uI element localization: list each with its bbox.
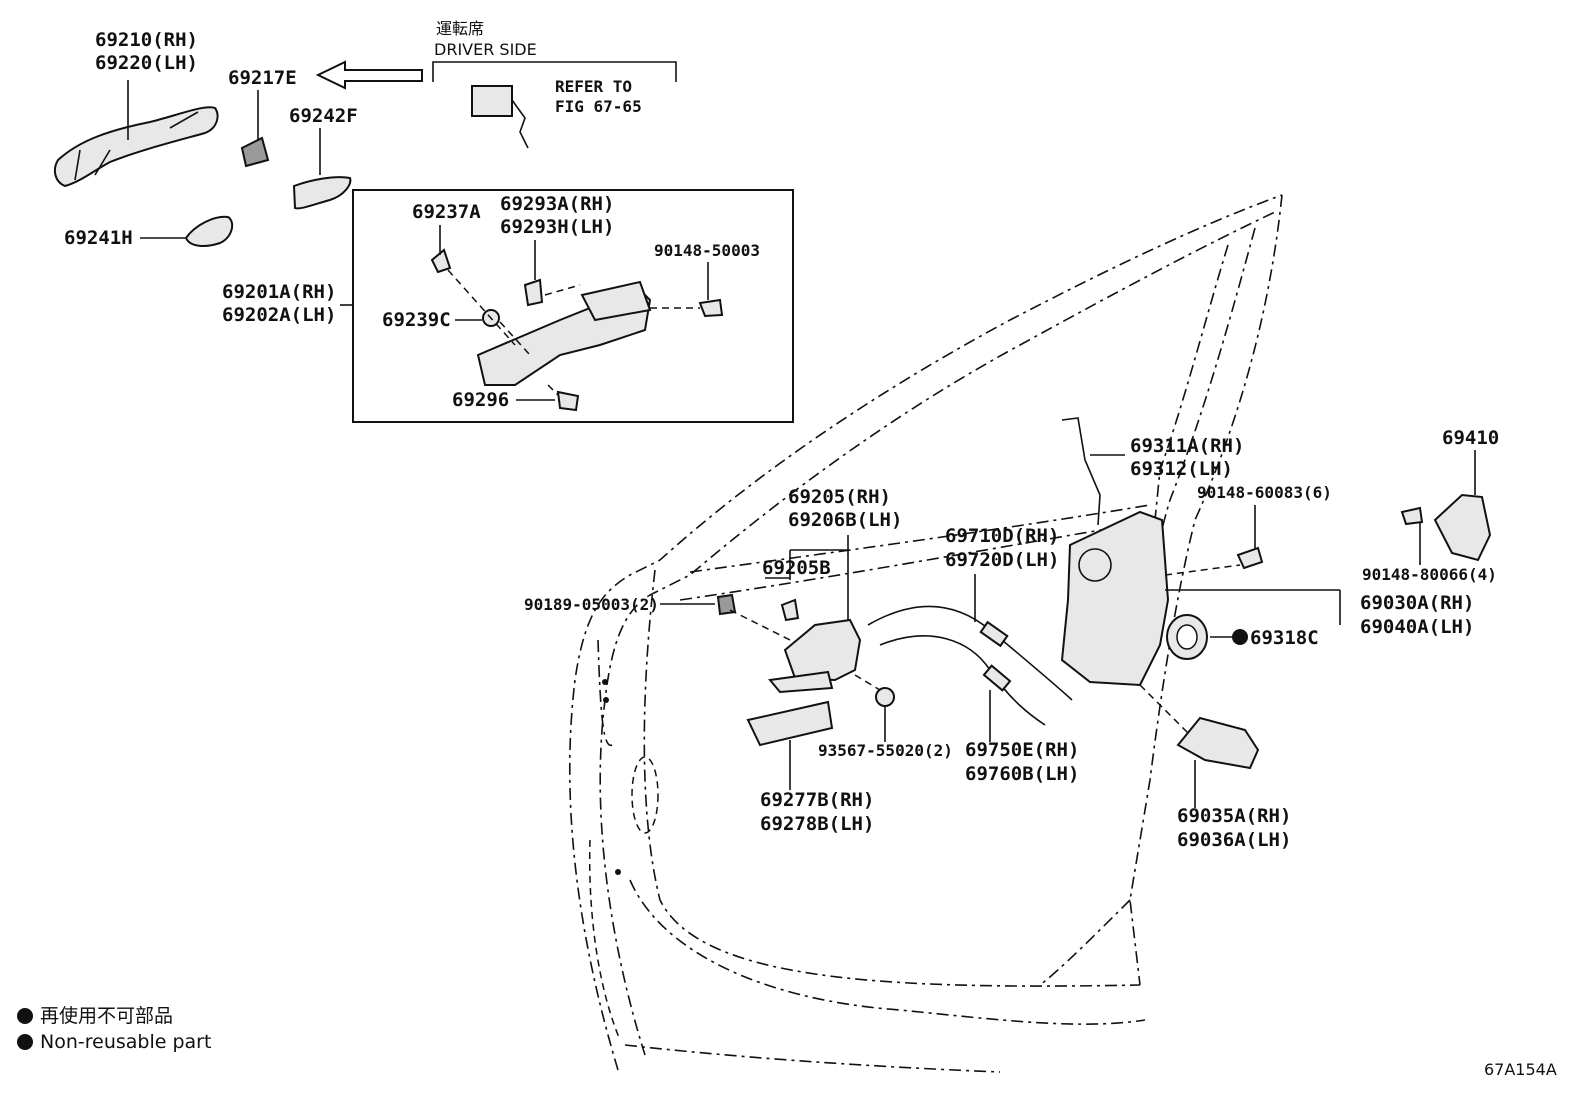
part-label-69278b: 69278B(LH) — [760, 813, 874, 835]
part-label-69206b: 69206B(LH) — [788, 509, 902, 531]
part-label-90148-60083: 90148-60083(6) — [1197, 483, 1332, 502]
part-label-69311a: 69311A(RH) — [1130, 435, 1244, 457]
lock-cover-illustration — [1176, 716, 1260, 770]
part-label-69296: 69296 — [452, 389, 509, 411]
driver-side-bracket — [432, 61, 677, 82]
leader-lines — [127, 80, 1476, 808]
inside-handle-illustration — [716, 593, 895, 747]
part-label-90148-80066: 90148-80066(4) — [1362, 565, 1497, 584]
refer-line-2: FIG 67-65 — [555, 97, 642, 116]
handle-pad-illustration — [292, 176, 352, 210]
part-label-90148-50003: 90148-50003 — [654, 241, 760, 260]
legend-bullet-en — [17, 1034, 33, 1050]
driver-side-en: DRIVER SIDE — [434, 40, 537, 59]
legend-bullet-jp — [17, 1008, 33, 1024]
part-label-90189-05003: 90189-05003(2) — [524, 595, 659, 614]
part-label-69750e: 69750E(RH) — [965, 739, 1079, 761]
part-label-69242f: 69242F — [289, 105, 358, 127]
part-label-69241h: 69241H — [64, 227, 133, 249]
figure-code: 67A154A — [1484, 1060, 1557, 1079]
part-label-69239c: 69239C — [382, 309, 451, 331]
part-label-69205: 69205(RH) — [788, 486, 891, 508]
handle-frame-illustration — [430, 248, 724, 412]
driver-side-jp: 運転席 — [436, 19, 484, 38]
part-label-69293a: 69293A(RH) — [500, 193, 614, 215]
part-label-69201a: 69201A(RH) — [222, 281, 336, 303]
part-label-69040a: 69040A(LH) — [1360, 616, 1474, 638]
lock-rod-illustration — [1061, 417, 1101, 526]
part-label-69035a: 69035A(RH) — [1177, 805, 1291, 827]
part-label-69030a: 69030A(RH) — [1360, 592, 1474, 614]
part-label-69202a: 69202A(LH) — [222, 304, 336, 326]
refer-line-1: REFER TO — [555, 77, 632, 96]
legend-text-en: Non-reusable part — [40, 1031, 211, 1053]
grommet-illustration — [1166, 614, 1208, 660]
door-frame-outline — [568, 194, 1283, 1073]
part-label-69312: 69312(LH) — [1130, 458, 1233, 480]
screw-60083-illustration — [1236, 546, 1264, 570]
handle-frame-inset-box — [352, 189, 794, 423]
part-label-69720d: 69720D(LH) — [945, 549, 1059, 571]
part-label-69036a: 69036A(LH) — [1177, 829, 1291, 851]
handle-cover-illustration — [240, 136, 270, 168]
part-label-69220: 69220(LH) — [95, 52, 198, 74]
door-lock-assembly-illustration — [1060, 510, 1241, 741]
part-label-69760b: 69760B(LH) — [965, 763, 1079, 785]
outside-handle-illustration — [53, 106, 219, 188]
striker-illustration — [1400, 493, 1492, 562]
cables-illustration — [867, 605, 1073, 726]
part-label-69410: 69410 — [1442, 427, 1499, 449]
lock-cylinder-illustration — [471, 85, 529, 149]
part-label-69293h: 69293H(LH) — [500, 216, 614, 238]
part-label-69237a: 69237A — [412, 201, 481, 223]
legend-text-jp: 再使用不可部品 — [40, 1005, 173, 1027]
part-label-69277b: 69277B(RH) — [760, 789, 874, 811]
part-label-69318c: 69318C — [1250, 627, 1319, 649]
part-label-69210: 69210(RH) — [95, 29, 198, 51]
driver-side-arrow — [315, 60, 423, 90]
part-label-69217e: 69217E — [228, 67, 297, 89]
handle-gasket-illustration — [184, 215, 234, 247]
non-reusable-marker — [1232, 629, 1248, 645]
part-label-69710d: 69710D(RH) — [945, 525, 1059, 547]
part-label-93567-55020: 93567-55020(2) — [818, 741, 953, 760]
part-label-69205b: 69205B — [762, 557, 831, 579]
